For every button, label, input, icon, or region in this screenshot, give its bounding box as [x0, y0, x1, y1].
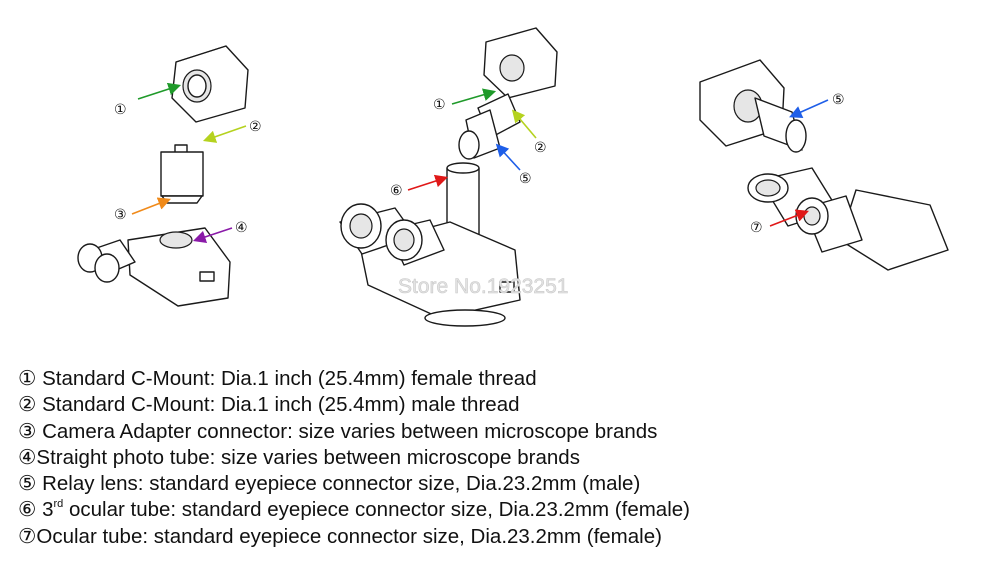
- legend-marker: ③: [18, 419, 37, 443]
- callout-5-right: ⑤: [832, 92, 845, 108]
- arrow-5-middle: [495, 143, 521, 171]
- legend-text: Standard C-Mount: Dia.1 inch (25.4mm) fe…: [36, 367, 537, 390]
- arrow-2-middle: [511, 109, 537, 139]
- relay-lens-drawing-middle: [458, 93, 521, 160]
- legend-text: Standard C-Mount: Dia.1 inch (25.4mm) ma…: [36, 393, 520, 417]
- callout-1-middle: ①: [433, 97, 446, 113]
- legend-item-7: ⑦Ocular tube: standard eyepiece connecto…: [18, 524, 918, 550]
- legend-superscript: rd: [53, 498, 64, 511]
- legend-marker: ⑤: [18, 472, 37, 496]
- store-watermark: Store No.1923251: [398, 275, 568, 298]
- arrow-5-right: [789, 99, 829, 118]
- arrow-6-middle: [407, 174, 449, 191]
- legend-item-5: ⑤ Relay lens: standard eyepiece connecto…: [18, 471, 918, 497]
- callout-1-left: ①: [114, 102, 127, 118]
- legend-marker: ⑦: [18, 524, 37, 548]
- camera-drawing: [171, 45, 249, 123]
- microscope-connection-illustration: ① ② ③ ④ ①: [77, 27, 949, 327]
- arrow-4-left: [192, 227, 233, 244]
- legend-item-2: ② Standard C-Mount: Dia.1 inch (25.4mm) …: [18, 392, 918, 418]
- legend-text: Straight photo tube: size varies between…: [36, 445, 580, 469]
- binocular-head-drawing: [77, 227, 231, 307]
- arrow-1-middle: [451, 88, 497, 105]
- connector-legend: ① Standard C-Mount: Dia.1 inch (25.4mm) …: [18, 366, 918, 550]
- legend-item-6: ⑥ 3rd ocular tube: standard eyepiece con…: [18, 497, 918, 523]
- legend-text-pre: 3: [36, 498, 54, 522]
- arrow-2-left: [202, 125, 247, 143]
- callout-4-left: ④: [235, 220, 248, 236]
- c-mount-adapter-drawing: [160, 144, 204, 204]
- ocular-head-drawing-right: [747, 167, 949, 271]
- callout-2-middle: ②: [534, 140, 547, 156]
- illustration-canvas: ① ② ③ ④ ①: [77, 27, 949, 327]
- legend-item-3: ③ Camera Adapter connector: size varies …: [18, 419, 918, 445]
- callout-2-left: ②: [249, 119, 262, 135]
- legend-marker: ⑥: [18, 498, 37, 522]
- arrow-3-left: [131, 197, 171, 215]
- callout-7-right: ⑦: [750, 220, 763, 236]
- legend-text-post: ocular tube: standard eyepiece connector…: [63, 498, 690, 522]
- right-assembly: ⑤ ⑦: [699, 59, 949, 271]
- legend-text: Ocular tube: standard eyepiece connector…: [36, 524, 662, 548]
- callout-5-middle: ⑤: [519, 171, 532, 187]
- legend-item-1: ① Standard C-Mount: Dia.1 inch (25.4mm) …: [18, 366, 918, 392]
- arrow-7-right: [769, 209, 809, 227]
- left-assembly: ① ② ③ ④: [77, 45, 262, 307]
- trinocular-head-drawing: [339, 162, 521, 327]
- legend-text: Relay lens: standard eyepiece connector …: [36, 472, 641, 496]
- camera-drawing-middle: [483, 27, 558, 99]
- camera-with-relay-drawing: [699, 59, 807, 153]
- arrow-1-left: [137, 82, 182, 100]
- middle-assembly: ① ② ⑤ ⑥: [339, 27, 558, 327]
- legend-item-4: ④Straight photo tube: size varies betwee…: [18, 445, 918, 471]
- callout-3-left: ③: [114, 207, 127, 223]
- legend-marker: ④: [18, 445, 37, 469]
- legend-marker: ①: [18, 367, 37, 390]
- legend-text: Camera Adapter connector: size varies be…: [36, 419, 658, 443]
- legend-marker: ②: [18, 393, 37, 417]
- callout-6-middle: ⑥: [390, 183, 403, 199]
